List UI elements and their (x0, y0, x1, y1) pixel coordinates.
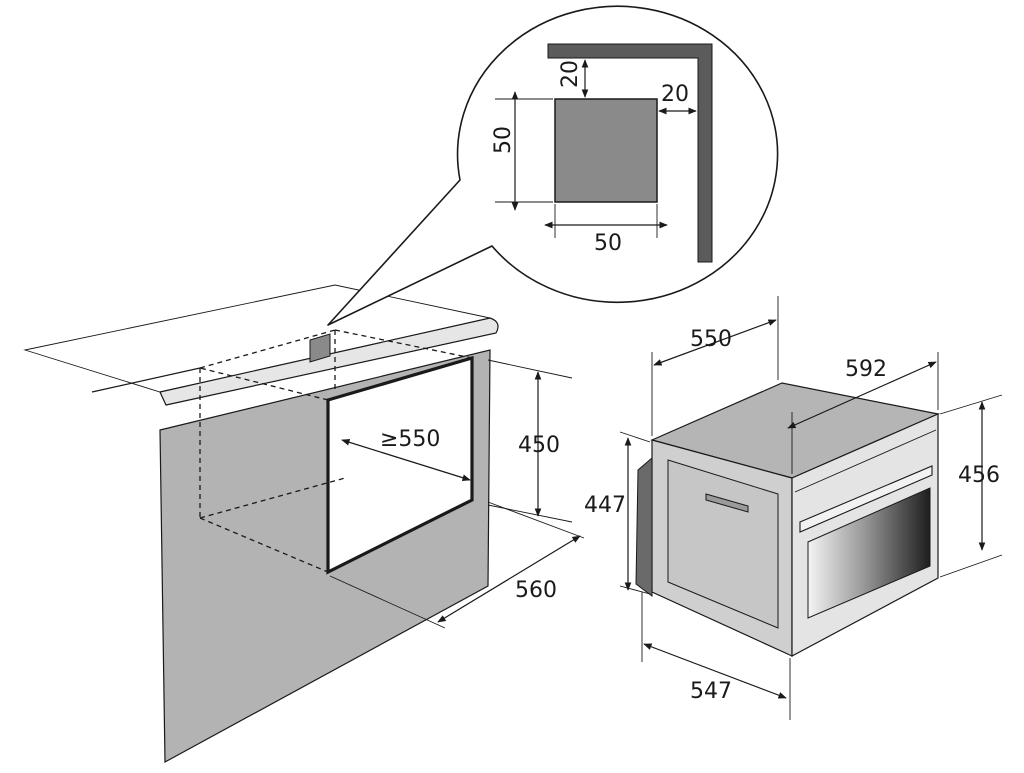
oven-front-height-label: 456 (958, 463, 1000, 488)
niche-hidden-edges (199, 329, 473, 573)
callout-top-gap-label: 20 (558, 60, 583, 88)
callout-vent-square (554, 98, 658, 203)
cabinet-group: ≥550 450 560 (23, 284, 585, 764)
niche-width-dim-line (437, 535, 581, 623)
oven-top-depth-dim (653, 319, 777, 366)
wall-line (91, 367, 201, 393)
oven-front-height-ext-top (939, 394, 1003, 415)
oven-body-depth-dim (643, 643, 787, 699)
oven-width-dim (787, 361, 937, 429)
oven-body-height-ext-top (619, 431, 651, 443)
cabinet-front-panel (159, 349, 491, 764)
oven-back-bracket (635, 456, 653, 597)
niche-width-ext-right (487, 501, 585, 539)
oven-side-panel (667, 459, 779, 629)
oven-top-depth-label: 550 (690, 327, 732, 352)
niche-outline (326, 355, 474, 575)
oven-control-strip (794, 429, 937, 493)
niche-width-ext-left (329, 575, 446, 629)
callout-width-label: 50 (594, 231, 622, 256)
niche-width-label: 560 (515, 578, 557, 603)
callout-side-gap-label: 20 (661, 82, 689, 107)
vent-opening (309, 333, 331, 363)
callout-height-label: 50 (491, 126, 516, 154)
vent-callout: 20 20 50 50 (327, 5, 779, 326)
oven-front-handle (799, 465, 933, 533)
niche-depth-dim-line (341, 439, 471, 481)
oven-side-handle (705, 493, 749, 513)
callout-cabinet-corner (547, 43, 713, 263)
oven-body-height-label: 447 (584, 493, 626, 518)
oven-body-depth-label: 547 (690, 679, 732, 704)
callout-bubble (327, 5, 779, 326)
niche-height-label: 450 (518, 433, 560, 458)
countertop-edge (159, 317, 499, 406)
oven-group: 550 592 456 447 547 (584, 296, 1003, 720)
niche-height-ext-bottom (487, 504, 573, 523)
niche-depth-label: ≥550 (380, 427, 440, 452)
niche-height-ext-top (487, 359, 573, 379)
oven-width-label: 592 (845, 357, 887, 382)
oven-front-height-ext-bottom (939, 554, 1003, 578)
oven-glass-window (807, 487, 931, 619)
